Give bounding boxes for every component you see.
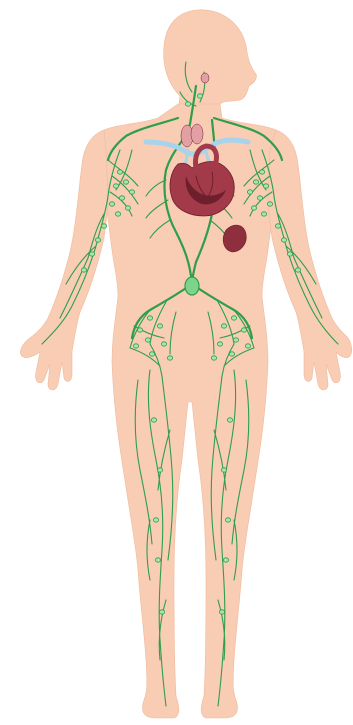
lymph-node (211, 356, 216, 360)
lymph-node (89, 252, 94, 256)
lymph-node (145, 338, 150, 342)
lymph-node (125, 206, 130, 210)
lymph-node (295, 268, 300, 272)
lymph-node (219, 610, 224, 614)
tonsil-node (201, 73, 209, 83)
right-arm (268, 130, 352, 390)
lymph-node (157, 468, 162, 472)
lymph-node (129, 190, 134, 194)
lymph-node (117, 170, 122, 174)
lymph-node (113, 184, 118, 188)
lymph-node (115, 212, 120, 216)
lymph-node (185, 102, 190, 106)
lymph-node (137, 328, 142, 332)
lymph-node (217, 342, 222, 346)
lymph-node (261, 212, 266, 216)
left-arm (20, 130, 108, 390)
lymph-node (223, 558, 228, 562)
head (164, 10, 257, 112)
lymph-node (133, 344, 138, 348)
lymph-node (275, 224, 280, 228)
lymph-node (101, 224, 106, 228)
lymph-node (147, 316, 152, 320)
lymph-node (267, 202, 272, 206)
lymph-node (119, 196, 124, 200)
lymph-node (227, 418, 232, 422)
lymph-node (157, 324, 162, 328)
lymph-node (241, 328, 246, 332)
thymus-lobe-right (191, 124, 203, 144)
lymph-node (95, 238, 100, 242)
lymph-node (253, 180, 258, 184)
lymph-node (245, 344, 250, 348)
cisterna-chyli-sac (185, 277, 199, 295)
lymph-node (281, 238, 286, 242)
lymph-node (123, 180, 128, 184)
lymph-node (287, 252, 292, 256)
lymph-node (159, 610, 164, 614)
lymph-node (257, 196, 262, 200)
lymph-node (221, 324, 226, 328)
lymph-node (149, 352, 154, 356)
tonsil (201, 73, 209, 83)
lymph-node (231, 316, 236, 320)
lymph-node (81, 268, 86, 272)
body-silhouette (20, 10, 351, 718)
cisterna-chyli (185, 277, 199, 295)
lymph-node (225, 518, 230, 522)
lymph-node (233, 338, 238, 342)
lymph-node (161, 342, 166, 346)
lymph-node (259, 170, 264, 174)
heart-body (170, 161, 234, 216)
lymph-node (153, 518, 158, 522)
lymph-node (247, 190, 252, 194)
lymph-node (251, 206, 256, 210)
lymph-node (263, 184, 268, 188)
lymph-node (151, 418, 156, 422)
lymph-node (155, 558, 160, 562)
lymph-node (109, 202, 114, 206)
lymph-node (197, 94, 202, 98)
lymph-node (221, 468, 226, 472)
lymph-node (229, 352, 234, 356)
lymph-node (167, 356, 172, 360)
